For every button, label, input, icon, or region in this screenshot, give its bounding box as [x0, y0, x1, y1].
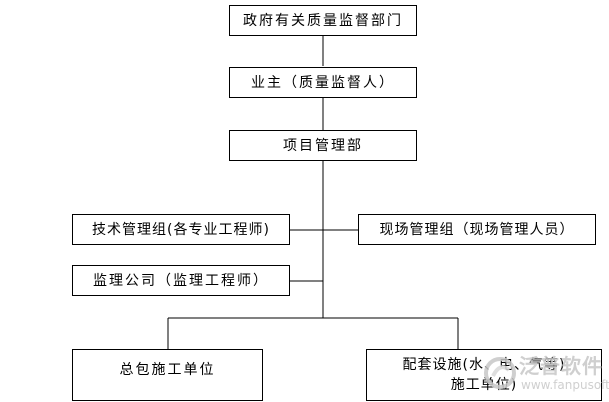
watermark-brand: 泛普软件	[519, 354, 603, 378]
node-site-group: 现场管理组（现场管理人员）	[358, 214, 596, 245]
support-line-2: 施工单位)	[450, 377, 518, 393]
node-owner: 业主（质量监督人）	[229, 67, 417, 98]
node-project-dept: 项目管理部	[229, 130, 417, 161]
node-support-facility: 配套设施(水、电、气等) 施工单位)	[366, 349, 602, 401]
node-gov-quality-dept: 政府有关质量监督部门	[229, 5, 417, 36]
watermark-url: www.fanpusoft.com	[521, 378, 609, 392]
node-supervisor: 监理公司（监理工程师）	[72, 265, 290, 296]
support-line-1: 配套设施(水、电、气等)	[402, 357, 566, 373]
node-tech-group: 技术管理组(各专业工程师)	[72, 214, 290, 245]
swirl-logo-icon	[484, 357, 516, 389]
watermark: 泛普软件 www.fanpusoft.com	[483, 352, 609, 398]
node-general-contractor: 总包施工单位	[72, 349, 263, 401]
